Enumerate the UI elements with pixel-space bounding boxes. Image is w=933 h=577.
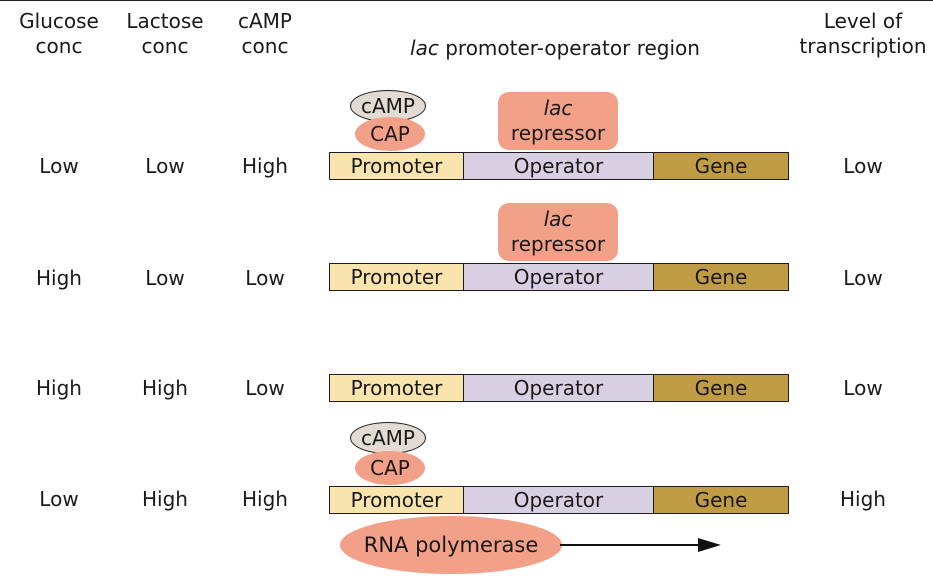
row1-cap-label: CAP	[370, 122, 410, 146]
row4-camp-molecule: cAMP	[350, 422, 426, 454]
row3-dna-strip: Promoter Operator Gene	[329, 374, 789, 402]
row4-rna-polymerase: RNA polymerase	[340, 516, 562, 574]
header-camp-line1: cAMP	[238, 9, 292, 33]
row3-lactose: High	[142, 376, 188, 400]
row1-promoter: Promoter	[330, 153, 463, 179]
row1-glucose: Low	[39, 154, 79, 178]
header-transcription-line2: transcription	[799, 34, 927, 58]
row4-camp: High	[242, 487, 288, 511]
header-level-of-transcription: Level of transcription	[796, 9, 930, 59]
header-promoter-operator-region: lac promoter-operator region	[360, 36, 750, 61]
row4-lactose: High	[142, 487, 188, 511]
row1-lac-repressor: lac repressor	[498, 92, 618, 150]
row3-transcription: Low	[843, 376, 883, 400]
row2-dna-strip: Promoter Operator Gene	[329, 263, 789, 291]
row3-operator: Operator	[463, 375, 654, 401]
row4-glucose: Low	[39, 487, 79, 511]
row1-operator: Operator	[463, 153, 654, 179]
row2-camp: Low	[245, 266, 285, 290]
row4-operator: Operator	[463, 487, 654, 513]
row2-operator: Operator	[463, 264, 654, 290]
header-glucose-line2: conc	[35, 34, 83, 58]
row3-promoter: Promoter	[330, 375, 463, 401]
transcription-arrow-icon	[560, 538, 721, 552]
row4-cap-protein: CAP	[355, 451, 425, 485]
row2-glucose: High	[36, 266, 82, 290]
header-lactose-conc: Lactose conc	[117, 9, 213, 59]
row3-glucose: High	[36, 376, 82, 400]
row1-lactose: Low	[145, 154, 185, 178]
header-lactose-line2: conc	[141, 34, 189, 58]
row4-gene: Gene	[654, 487, 788, 513]
row2-lac-repressor: lac repressor	[498, 203, 618, 261]
row2-repressor-word: repressor	[510, 232, 606, 256]
header-camp-line2: conc	[241, 34, 289, 58]
row3-gene: Gene	[654, 375, 788, 401]
row2-repressor-lac: lac	[543, 207, 573, 231]
row2-lactose: Low	[145, 266, 185, 290]
row2-gene: Gene	[654, 264, 788, 290]
row1-camp-label: cAMP	[361, 94, 415, 118]
row1-dna-strip: Promoter Operator Gene	[329, 152, 789, 180]
row1-camp: High	[242, 154, 288, 178]
row1-camp-molecule: cAMP	[350, 90, 426, 122]
header-camp-conc: cAMP conc	[220, 9, 310, 59]
row1-cap-protein: CAP	[355, 117, 425, 151]
row1-transcription: Low	[843, 154, 883, 178]
row4-cap-label: CAP	[370, 456, 410, 480]
row2-transcription: Low	[843, 266, 883, 290]
top-rule	[0, 0, 933, 1]
header-glucose-conc: Glucose conc	[8, 9, 110, 59]
row4-dna-strip: Promoter Operator Gene	[329, 486, 789, 514]
row4-rna-polymerase-label: RNA polymerase	[363, 533, 539, 557]
row2-promoter: Promoter	[330, 264, 463, 290]
row3-camp: Low	[245, 376, 285, 400]
row1-repressor-word: repressor	[510, 121, 606, 145]
header-lactose-line1: Lactose	[126, 9, 204, 33]
header-region-italic: lac	[410, 36, 439, 60]
row4-promoter: Promoter	[330, 487, 463, 513]
row1-repressor-lac: lac	[543, 96, 573, 120]
row4-camp-label: cAMP	[361, 426, 415, 450]
row4-transcription: High	[840, 487, 886, 511]
row1-gene: Gene	[654, 153, 788, 179]
header-glucose-line1: Glucose	[19, 9, 99, 33]
header-transcription-line1: Level of	[823, 9, 903, 33]
header-region-rest: promoter-operator region	[438, 36, 700, 60]
